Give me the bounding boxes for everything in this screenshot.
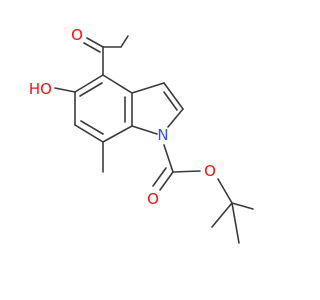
benzene-ring: [74, 74, 133, 143]
bond-tbu-methyl-3: [211, 202, 233, 228]
bond-carbonyl-c-o-1: [159, 171, 174, 191]
bond-n1-carbonyl-c: [163, 144, 174, 173]
bond-c6-c7: [74, 124, 104, 143]
bond-c3-c2-inner: [163, 91, 178, 111]
bond-carbonyl-c-ester-o: [172, 170, 201, 173]
atom-carbonyl-oxygen: O: [147, 190, 159, 208]
atom-aldehyde-oxygen: O: [71, 26, 83, 44]
bond-n1-c7a: [131, 125, 158, 135]
bond-c4-c5-inner: [79, 82, 103, 97]
bond-carbonyl-c-o-2: [152, 167, 167, 187]
boc-group: [152, 144, 254, 244]
bond-c4-c3a: [102, 74, 133, 94]
bond-c5-oh: [54, 87, 76, 93]
bond-tbu-methyl-2: [231, 202, 240, 244]
bond-aldehyde-c-o-2: [83, 42, 101, 53]
atom-hydroxyl: HO: [29, 80, 52, 98]
bond-aldehyde-c-o-1: [86, 37, 104, 48]
bond-c3-c2: [163, 82, 184, 110]
atom-ring-nitrogen: N: [157, 126, 168, 144]
bond-cho-h: [120, 35, 129, 48]
bond-c6-c7-inner: [80, 120, 104, 135]
chemical-structure-diagram: O HO N O O: [29, 26, 254, 244]
pyrrole-ring: [131, 82, 184, 135]
bond-ester-o-tbu: [217, 178, 233, 204]
bond-c3a-c3: [131, 82, 165, 94]
atom-ester-oxygen: O: [204, 162, 216, 180]
bond-c2-n1: [167, 108, 184, 128]
bond-c7-c7a: [102, 125, 133, 143]
aldehyde-group: [83, 35, 129, 76]
bond-tbu-methyl-1: [231, 202, 254, 210]
bond-c4-c5: [74, 74, 104, 93]
